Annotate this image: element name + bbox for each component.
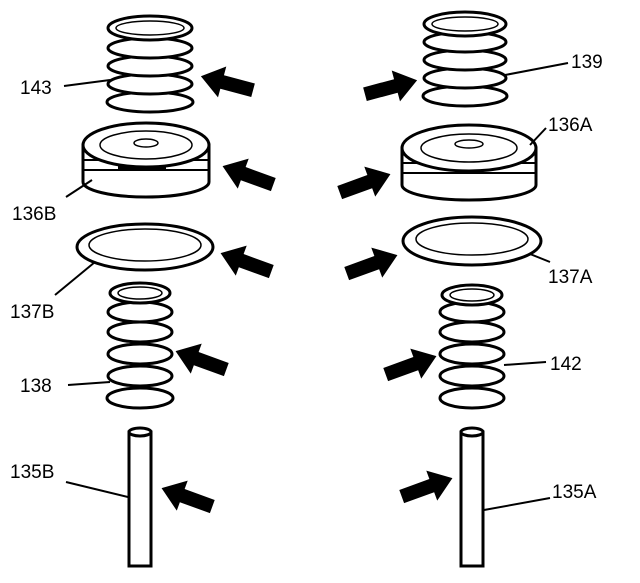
- arrow-142-icon: [380, 341, 442, 390]
- arrow-137B-icon: [215, 238, 277, 287]
- rod-135B: [127, 426, 153, 568]
- seal-137A: [401, 215, 543, 267]
- piston-136A: [400, 123, 538, 202]
- label-139: 139: [571, 52, 603, 73]
- spring-143: [105, 14, 195, 114]
- arrow-135A-icon: [396, 463, 458, 512]
- arrow-137A-icon: [341, 240, 403, 289]
- label-142: 142: [550, 354, 582, 375]
- label-143: 143: [20, 78, 52, 99]
- piston-136B: [81, 121, 211, 199]
- label-136B: 136B: [12, 204, 56, 225]
- arrow-136A-icon: [334, 159, 396, 208]
- spring-139: [421, 10, 509, 108]
- arrow-136B-icon: [217, 151, 279, 200]
- label-137B: 137B: [10, 302, 54, 323]
- arrow-143-icon: [196, 60, 258, 106]
- label-135A: 135A: [552, 482, 597, 503]
- arrow-135B-icon: [156, 473, 218, 522]
- arrow-139-icon: [360, 64, 422, 110]
- label-137A: 137A: [548, 267, 593, 288]
- label-136A: 136A: [548, 115, 593, 136]
- arrow-138-icon: [170, 336, 232, 385]
- seal-137B: [75, 222, 215, 272]
- spring-142: [438, 283, 506, 410]
- rod-135A: [459, 426, 485, 568]
- spring-138: [105, 281, 175, 410]
- label-135B: 135B: [10, 462, 54, 483]
- label-138: 138: [20, 376, 52, 397]
